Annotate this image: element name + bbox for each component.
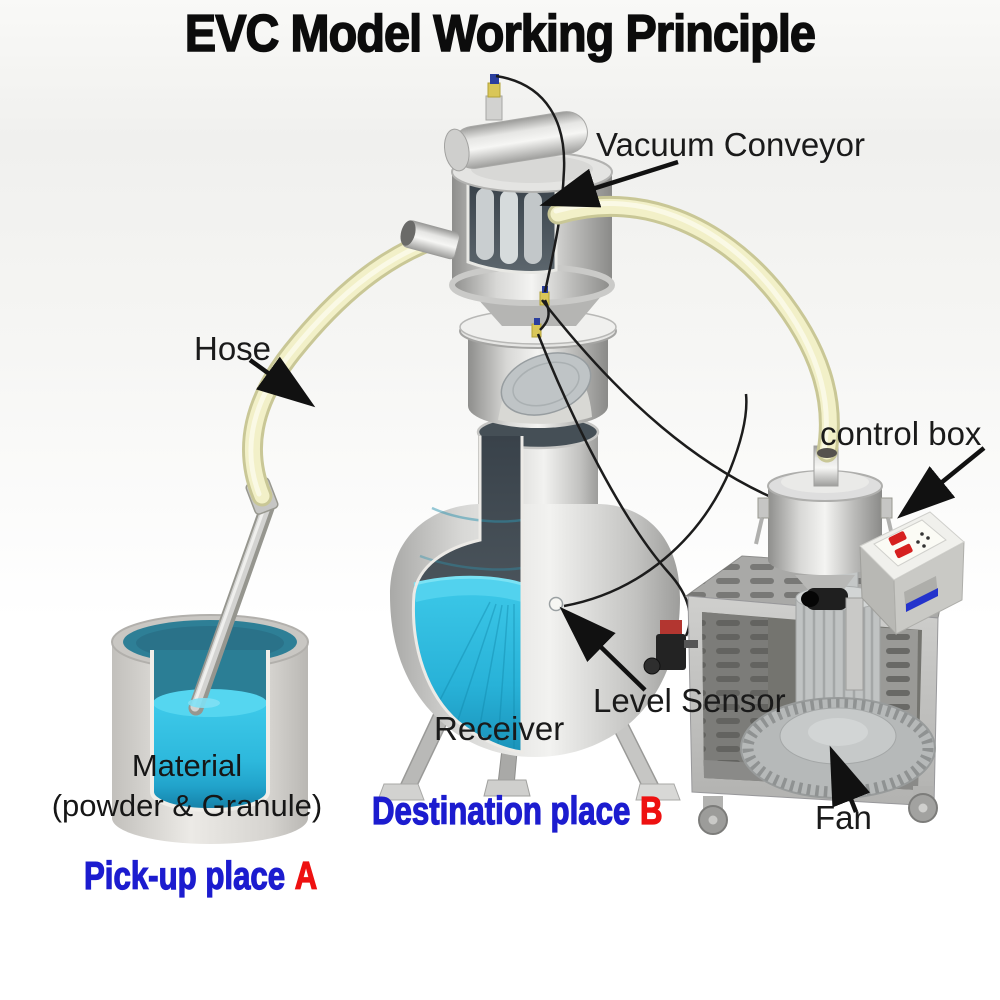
label-level-sensor: Level Sensor — [593, 682, 786, 719]
label-destination-place-text: Destination place — [371, 789, 631, 833]
label-pickup-place-text: Pick-up place — [83, 854, 286, 898]
label-control-box: control box — [820, 415, 982, 452]
label-destination-letter: B — [639, 789, 663, 833]
arrow-fan — [829, 745, 871, 813]
hose-pickup-to-conveyor — [242, 229, 443, 507]
hose-conveyor-to-canister — [547, 196, 840, 463]
air-regulator — [643, 620, 698, 675]
label-receiver: Receiver — [434, 710, 565, 747]
blower-cabinet-illustration — [643, 555, 949, 835]
label-hose: Hose — [194, 330, 272, 367]
discharge-flap — [500, 352, 592, 416]
label-material-line1: Material — [131, 748, 243, 783]
label-material: Material (powder & Granule) — [18, 746, 356, 826]
suction-wand — [188, 477, 279, 716]
arrow-control-box — [897, 446, 986, 519]
panel-button-red — [888, 531, 907, 546]
control-panel — [873, 519, 947, 567]
control-box-illustration — [859, 511, 965, 636]
receiver-illustration — [377, 414, 681, 801]
label-pickup-letter: A — [294, 854, 318, 898]
console-blue-strip — [906, 588, 938, 612]
level-sensor-dot — [548, 596, 564, 612]
air-fitting — [487, 82, 501, 98]
arrow-hose — [248, 356, 316, 408]
pickup-material — [152, 702, 268, 810]
panel-button-red — [894, 543, 913, 559]
label-vacuum-conveyor: Vacuum Conveyor — [596, 126, 866, 163]
pickup-container-illustration — [111, 477, 309, 844]
vacuum-conveyor-illustration — [400, 74, 617, 428]
arrow-vacuum-conveyor — [539, 159, 679, 208]
label-fan: Fan — [815, 799, 872, 836]
arrow-level-sensor — [559, 606, 647, 692]
page-title: EVC Model Working Principle — [184, 4, 816, 64]
label-material-line2: (powder & Granule) — [51, 788, 323, 823]
receiver-material — [413, 584, 522, 752]
top-filter-cylinder — [443, 111, 588, 172]
caster-wheels — [698, 786, 938, 835]
